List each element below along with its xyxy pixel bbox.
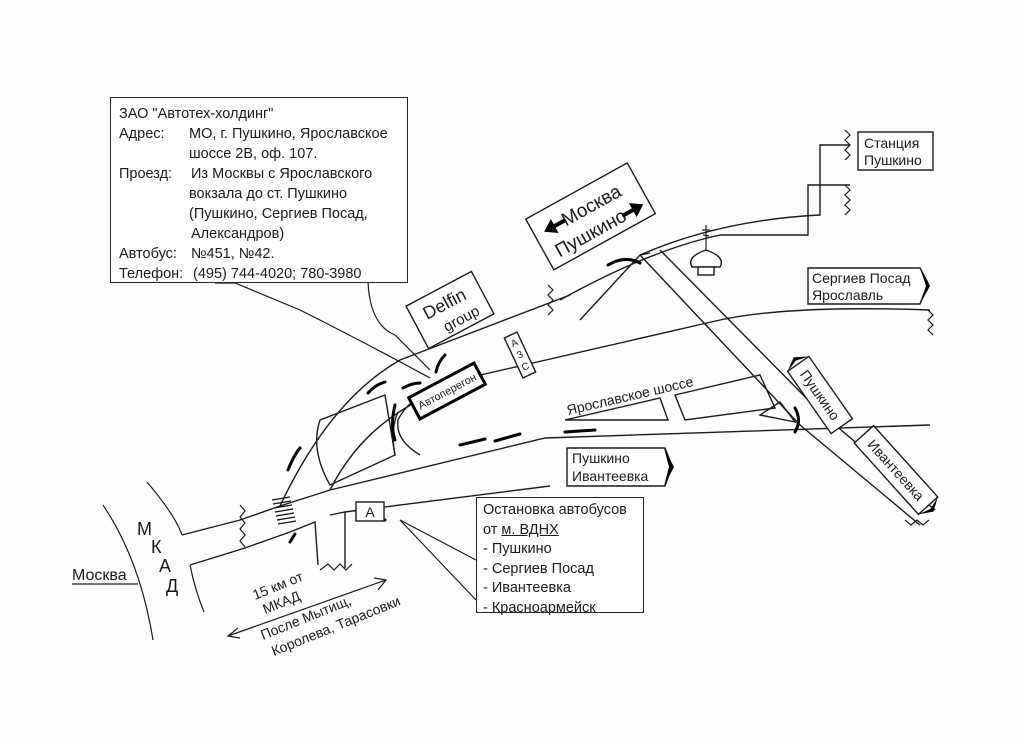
mkad-ring-inner-top — [146, 481, 183, 536]
arrow-icon — [366, 380, 387, 395]
company-name: ЗАО "Автотех-холдинг" — [119, 106, 274, 122]
arrow-icon — [493, 432, 522, 443]
crosswalk — [271, 496, 297, 525]
diag-ivanteevka-text: Ивантеевка — [865, 436, 928, 504]
building-autoperegon: Автоперегон — [406, 361, 488, 421]
bus-label: Автобус: — [119, 246, 177, 262]
arrow-icon — [563, 428, 597, 434]
mkad-ring-inner-bottom — [189, 564, 205, 613]
church-dome-icon — [689, 225, 723, 276]
metro-prefix: от — [483, 521, 502, 538]
address-line1: МО, г. Пушкино, Ярославское — [189, 126, 388, 142]
route-line2: вокзала до ст. Пушкино — [189, 186, 348, 202]
arrow-icon — [401, 381, 422, 390]
sign-pushkino-ivanteevka: Пушкино Ивантеевка — [566, 447, 674, 487]
azs-letter: А — [509, 337, 520, 350]
azs-letter: С — [520, 361, 531, 374]
info-callout-pointer — [215, 282, 431, 379]
arrow-icon — [793, 406, 800, 434]
pi-line1: Пушкино — [572, 450, 630, 466]
mkad-ring-outer — [102, 504, 154, 641]
phone-label: Телефон: — [119, 266, 184, 282]
arrow-icon — [458, 437, 487, 447]
arrow-icon — [288, 532, 297, 544]
company-info-box: ЗАО "Автотех-холдинг" Адрес: МО, г. Пушки… — [110, 97, 408, 283]
sign-moscow-pushkino: Москва Пушкино — [524, 161, 657, 271]
bus-route: - Красноармейск — [483, 599, 596, 616]
sergiev-line2: Ярославль — [812, 287, 883, 303]
address-label: Адрес: — [119, 126, 165, 142]
phone-value: (495) 744-4020; 780-3980 — [193, 266, 362, 282]
sign-delfin-group: Delfin group — [405, 270, 495, 350]
bus-stop-info-box: Остановка автобусов от м. ВДНХ - Пушкино… — [476, 497, 644, 616]
arrow-icon — [606, 258, 642, 267]
bus-route: - Сергиев Посад — [483, 560, 594, 577]
azs-letter: З — [515, 349, 525, 362]
route-line1: Из Москвы с Ярославского — [191, 166, 373, 182]
delfin-callout-pointer — [367, 259, 431, 371]
mkad-letter: К — [151, 537, 162, 557]
sign-sergiev-posad: Сергиев Посад Ярославль — [807, 267, 930, 305]
moscow-label: Москва — [72, 567, 127, 584]
route-line4: Александров) — [191, 226, 285, 242]
arrow-left-icon — [544, 218, 567, 233]
bus-stop-title: Остановка автобусов — [483, 502, 627, 518]
arrow-icon — [286, 446, 302, 472]
road-break-marks — [239, 129, 934, 571]
mkad-letter: А — [159, 556, 171, 576]
sergiev-line1: Сергиев Посад — [812, 270, 911, 286]
mkad-letter: Д — [166, 576, 178, 596]
bus-stop-metro-line: от м. ВДНХ — [483, 521, 637, 541]
bus-stop-callout-pointer — [399, 519, 477, 601]
arrow-right-icon — [621, 203, 644, 218]
bus-stop-letter: А — [365, 504, 375, 520]
metro-name: м. ВДНХ — [501, 521, 559, 538]
route-line3: (Пушкино, Сергиев Посад, — [189, 206, 368, 222]
sign-station-pushkino: Станция Пушкино — [857, 131, 934, 171]
gas-station-azs: А З С — [503, 331, 537, 379]
pi-line2: Ивантеевка — [572, 468, 649, 484]
arrow-icon — [434, 353, 447, 374]
bus-route: - Ивантеевка — [483, 580, 571, 596]
arrow-icon — [391, 403, 397, 442]
distance-arrow — [226, 577, 388, 639]
bus-route: - Пушкино — [483, 541, 552, 557]
bus-stop-marker: А — [355, 501, 385, 522]
station-line2: Пушкино — [864, 152, 922, 168]
station-line1: Станция — [864, 135, 919, 151]
route-label: Проезд: — [119, 166, 173, 182]
address-line2: шоссе 2В, оф. 107. — [189, 146, 318, 162]
bus-value: №451, №42. — [191, 246, 275, 262]
mkad-letter: М — [137, 519, 152, 539]
